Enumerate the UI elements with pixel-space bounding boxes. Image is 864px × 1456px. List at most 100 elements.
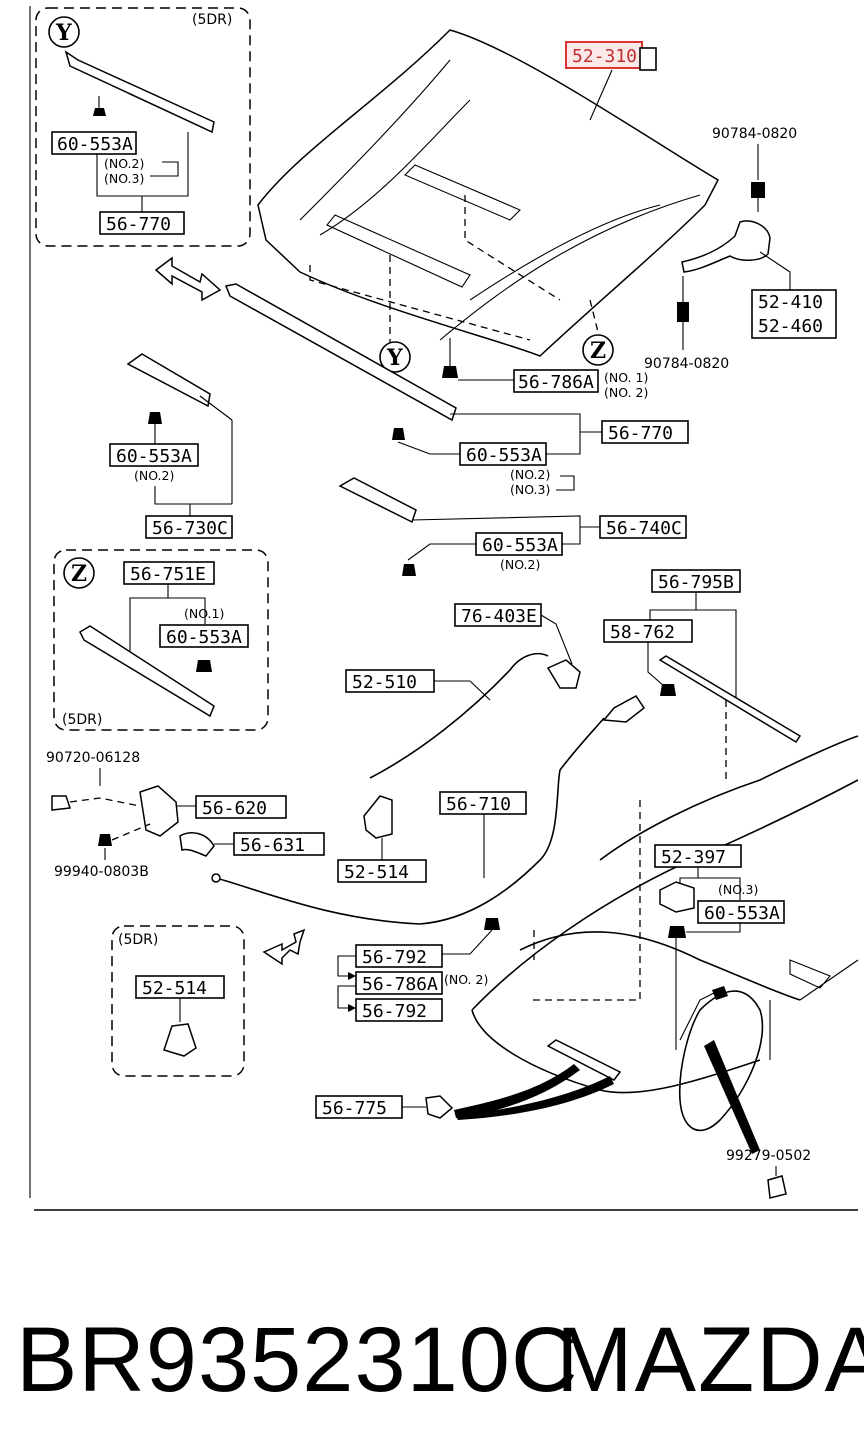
5dr-stay-clip-part-number: 52-514 <box>142 978 207 999</box>
5dr-stay-clip-frame <box>111 925 245 1077</box>
y-seal-part-number: 56-770 <box>106 214 171 235</box>
direction-arrow <box>154 256 222 302</box>
right-seal-part <box>338 477 417 524</box>
y-no3-note: (NO.3) <box>104 171 144 186</box>
hinge-label-box <box>751 289 837 339</box>
bumper-no2-note: (NO. 2) <box>604 385 648 400</box>
prop-rod-part-number: 52-510 <box>352 672 417 693</box>
z-clip-part-number: 60-553A <box>166 627 242 648</box>
right-clip-part-number: 60-553A <box>482 535 558 556</box>
clip-b-part-number: 56-792 <box>362 1001 427 1022</box>
y-detail-frame <box>35 7 251 247</box>
right-seal-part-number: 56-740C <box>606 518 682 539</box>
y-clip-part-number: 60-553A <box>57 134 133 155</box>
hinge-b-part-number: 52-460 <box>758 316 823 337</box>
z-clip-icon <box>196 660 212 672</box>
seal-no2-note: (NO.2) <box>510 467 550 482</box>
hood-seal-label-box <box>601 420 689 444</box>
seal-no3-note: (NO.3) <box>510 482 550 497</box>
z-clip-label-box <box>159 624 249 648</box>
hood-part-highlight[interactable] <box>565 41 643 69</box>
car-front-wheel <box>678 990 764 1132</box>
right-clip-label-box <box>475 532 563 556</box>
5dr-stay-clip-part <box>163 1023 197 1057</box>
lock-cover-part-number: 56-631 <box>240 835 305 856</box>
y-no2-note: (NO.2) <box>104 156 144 171</box>
cowl-seal-part-number: 56-795B <box>658 572 734 593</box>
hinge-a-part-number: 52-410 <box>758 292 823 313</box>
y-marker-circle <box>379 341 411 373</box>
hood-lock <box>139 785 179 837</box>
cable-pointer-a <box>454 1064 580 1118</box>
lower-bolt-icon <box>677 302 689 322</box>
hood-part-number[interactable]: 52-310 <box>572 46 637 67</box>
stay-holder <box>546 659 581 689</box>
striker-no3-note: (NO.3) <box>718 882 758 897</box>
stay-clip <box>363 795 393 839</box>
lock-screw-icon <box>98 834 112 846</box>
cable-pointer-b <box>704 1040 760 1154</box>
hood-hinge <box>681 220 771 273</box>
release-cable-part-number: 56-710 <box>446 794 511 815</box>
y-callout-circle <box>48 16 80 48</box>
lock-screw-part-number: 99940-0803B <box>54 864 149 880</box>
front-screw-icon <box>767 1175 787 1199</box>
y-seal-strip <box>64 50 215 134</box>
y-clip-icon <box>93 108 106 116</box>
hood-bumper-label-box <box>513 369 599 393</box>
left-seal-part <box>126 353 211 408</box>
y-marker-letter: Y <box>386 345 403 371</box>
lock-cover <box>179 832 215 857</box>
y-detail-5dr-label: (5DR) <box>192 12 232 28</box>
z-callout-circle <box>63 557 95 589</box>
striker-clip-part-number: 60-553A <box>704 903 780 924</box>
right-seal-label-box <box>599 515 687 539</box>
release-handle <box>602 695 646 723</box>
car-windshield-line <box>599 735 859 861</box>
cable-clamp-part <box>425 1095 454 1119</box>
z-detail-5dr-label: (5DR) <box>62 712 102 728</box>
lock-bolt-icon <box>51 795 72 811</box>
footer-part-number: BR9352310C <box>16 1309 579 1411</box>
hood-seal-clip-icon <box>392 428 405 440</box>
bumper-no1-note: (NO. 1) <box>604 370 648 385</box>
cable-clamp-part-number: 56-775 <box>322 1098 387 1119</box>
clip-a-part-number: 56-792 <box>362 947 427 968</box>
left-clip-icon <box>148 412 162 424</box>
hood-panel <box>257 29 719 357</box>
upper-bolt-part-number: 90784-0820 <box>712 126 797 142</box>
y-callout-letter: Y <box>55 20 72 46</box>
y-clip-label-box <box>51 131 137 155</box>
left-seal-part-number: 56-730C <box>152 518 228 539</box>
left-clip-label-box <box>109 443 199 467</box>
lower-bolt-part-number: 90784-0820 <box>644 356 729 372</box>
hood-seal-part-number: 56-770 <box>608 423 673 444</box>
striker-part <box>659 881 695 913</box>
hood-bumper-icon <box>442 366 458 378</box>
striker-clip-icon <box>668 926 686 938</box>
left-no2-note: (NO.2) <box>134 468 174 483</box>
front-screw-part-number: 99279-0502 <box>726 1148 811 1164</box>
5dr-stay-clip-label: (5DR) <box>118 932 158 948</box>
release-cable <box>215 717 605 925</box>
bumper-b-icon <box>484 918 500 930</box>
striker-part-number: 52-397 <box>661 847 726 868</box>
footer-brand: MAZDA <box>556 1309 864 1411</box>
right-clip-icon <box>402 564 416 576</box>
z-seal-part-number: 56-751E <box>130 564 206 585</box>
left-seal-label-box <box>145 515 233 539</box>
bumper-b-part-number: 56-786A <box>362 974 438 995</box>
cowl-seal-strip <box>658 655 802 744</box>
lock-cover-label-box <box>233 832 325 856</box>
striker-clip-label-box <box>697 900 785 924</box>
lock-part-number: 56-620 <box>202 798 267 819</box>
clip-b-label-box <box>355 998 443 1022</box>
hood-seal-clip-part-number: 60-553A <box>466 445 542 466</box>
z-seal-part <box>79 625 215 718</box>
z-no1-note: (NO.1) <box>184 606 224 621</box>
release-cable-label-box <box>439 791 527 815</box>
lock-label-box <box>195 795 287 819</box>
lock-bolt-part-number: 90720-06128 <box>46 750 140 766</box>
